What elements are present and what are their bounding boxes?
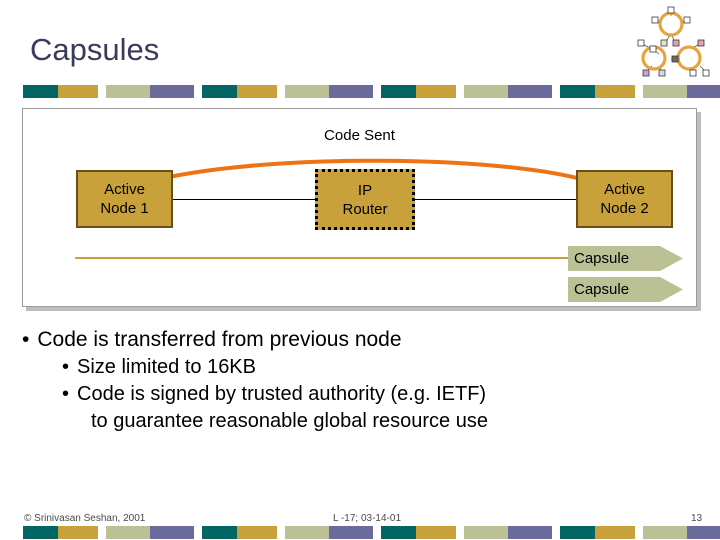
node-ip-router[interactable]: IP Router [315, 169, 415, 230]
swatch-sage [285, 85, 329, 98]
node-label-line1: IP [357, 181, 373, 199]
bullet-marker-icon: • [22, 328, 30, 351]
swatch-purple [329, 526, 373, 539]
link-node1-to-router [171, 199, 341, 200]
swatch-gap [373, 85, 381, 98]
strip-group [23, 85, 202, 98]
swatch-gap [373, 526, 381, 539]
swatch-teal [381, 85, 416, 98]
swatch-sage [106, 526, 150, 539]
swatch-purple [150, 85, 194, 98]
capsule-arrow-shape[interactable]: Capsule [568, 246, 683, 271]
swatch-sage [285, 526, 329, 539]
swatch-gap [194, 526, 202, 539]
node-label-line2: Node 1 [100, 200, 149, 217]
swatch-gold [58, 85, 98, 98]
swatch-purple [687, 85, 720, 98]
bullet-text: Code is signed by trusted authority (e.g… [77, 383, 487, 405]
bullet-item: • Size limited to 16KB [0, 354, 700, 381]
swatch-purple [329, 85, 373, 98]
swatch-teal [381, 526, 416, 539]
swatch-purple [687, 526, 720, 539]
footer-color-strip [23, 526, 720, 539]
link-router-to-node2 [413, 199, 576, 200]
bullet-item: • Code is signed by trusted authority (e… [0, 381, 700, 408]
bullet-list: • Code is transferred from previous node… [0, 326, 700, 435]
swatch-gap [552, 85, 560, 98]
swatch-gold [595, 526, 635, 539]
strip-group [560, 85, 720, 98]
swatch-gap [98, 85, 106, 98]
footer-copyright: © Srinivasan Seshan, 2001 [24, 513, 146, 524]
swatch-teal [202, 526, 237, 539]
swatch-purple [150, 526, 194, 539]
bullet-text: Code is transferred from previous node [37, 328, 402, 351]
footer-page-number: 13 [691, 513, 703, 524]
strip-group [381, 85, 560, 98]
bullet-continuation-text: to guarantee reasonable global resource … [91, 410, 488, 432]
swatch-teal [560, 526, 595, 539]
node-label-line1: Active [604, 181, 645, 198]
swatch-sage [643, 85, 687, 98]
strip-group [560, 526, 720, 539]
swatch-sage [464, 526, 508, 539]
swatch-teal [23, 526, 58, 539]
swatch-gold [595, 85, 635, 98]
diagram-container: Code Sent Active Node 1 IP Router Active… [22, 108, 697, 307]
swatch-teal [23, 85, 58, 98]
node-label-line2: Router [342, 200, 388, 218]
strip-group [202, 85, 381, 98]
swatch-gold [58, 526, 98, 539]
swatch-teal [202, 85, 237, 98]
capsule-flow-line [75, 257, 568, 259]
swatch-gap [277, 526, 285, 539]
strip-group [23, 526, 202, 539]
swatch-gap [456, 85, 464, 98]
code-sent-label: Code Sent [324, 127, 395, 144]
swatch-gold [416, 526, 456, 539]
page-title: Capsules [30, 32, 160, 67]
bullet-marker-icon: • [62, 383, 70, 405]
node-label-line1: Active [104, 181, 145, 198]
node-active-node-2[interactable]: Active Node 2 [576, 170, 673, 228]
swatch-teal [560, 85, 595, 98]
strip-group [381, 526, 560, 539]
capsule-arrow-shape[interactable]: Capsule [568, 277, 683, 302]
header-color-strip [23, 85, 720, 98]
swatch-gap [277, 85, 285, 98]
swatch-gap [456, 526, 464, 539]
swatch-sage [106, 85, 150, 98]
swatch-sage [464, 85, 508, 98]
swatch-purple [508, 526, 552, 539]
swatch-gap [552, 526, 560, 539]
swatch-gold [237, 85, 277, 98]
swatch-gap [98, 526, 106, 539]
footer-lecture-id: L -17; 03-14-01 [333, 513, 402, 524]
swatch-gap [194, 85, 202, 98]
node-label-line2: Node 2 [600, 200, 649, 217]
molecule-network-graphic [628, 2, 714, 82]
bullet-item: • Code is transferred from previous node [0, 326, 700, 354]
swatch-sage [643, 526, 687, 539]
node-active-node-1[interactable]: Active Node 1 [76, 170, 173, 228]
swatch-purple [508, 85, 552, 98]
bullet-text: Size limited to 16KB [77, 356, 256, 378]
strip-group [202, 526, 381, 539]
swatch-gap [635, 85, 643, 98]
swatch-gold [416, 85, 456, 98]
bullet-marker-icon: • [62, 356, 70, 378]
swatch-gold [237, 526, 277, 539]
swatch-gap [635, 526, 643, 539]
